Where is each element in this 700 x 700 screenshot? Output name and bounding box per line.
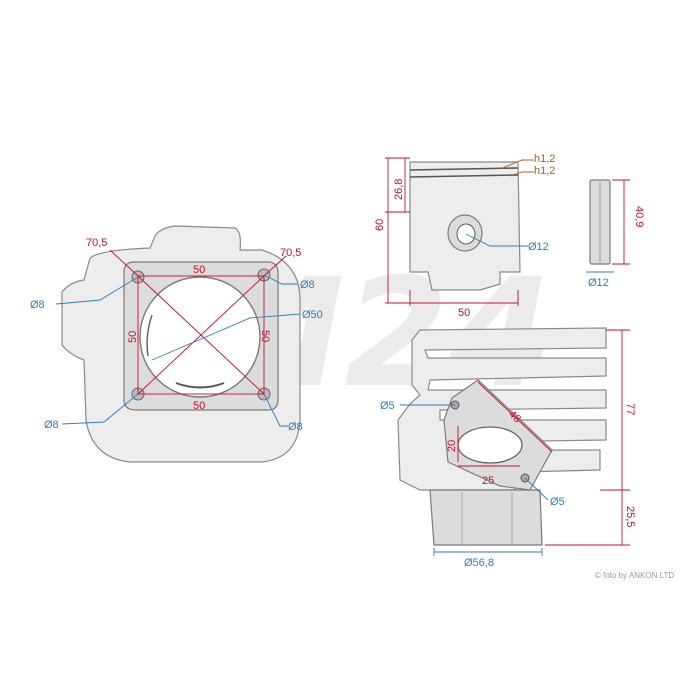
- piston-pin-view: 40,9 Ø12: [586, 179, 645, 289]
- piston-height-label: 60: [374, 219, 386, 231]
- diag-leader-left: [109, 249, 139, 277]
- hole-bl-leader: [61, 393, 139, 425]
- photo-credit: © foto by ANKON LTD: [595, 571, 674, 580]
- hole-tr-leader: [263, 274, 298, 285]
- cylinder-side-view: 77 25,5 48 20 25 Ø5 Ø5 Ø56,8: [380, 327, 636, 569]
- crown-height-label: 26,8: [393, 179, 405, 200]
- ring2-leader: [509, 171, 534, 177]
- width-top-label: 50: [193, 264, 205, 276]
- diag-left-label: 70,5: [86, 237, 107, 249]
- diagonal-line-2: [137, 275, 265, 395]
- ring-groove-1: [409, 167, 519, 171]
- diag-right-label: 70,5: [280, 247, 301, 259]
- hole-br-leader: [263, 393, 288, 427]
- spigot-diameter-label: Ø56,8: [464, 557, 494, 569]
- pin-diameter-label: Ø12: [588, 277, 609, 289]
- intake-port: [457, 426, 523, 464]
- hole-bottom-leader: [524, 477, 549, 501]
- port-diag-line: [477, 381, 553, 453]
- hole-tl-leader: [55, 276, 139, 305]
- pin-length-label: 40,9: [633, 206, 645, 227]
- height-right-label: 50: [259, 330, 271, 342]
- pin-bore-label: Ø12: [528, 241, 549, 253]
- ring2-label: h1,2: [534, 165, 555, 177]
- hole-tl-label: Ø8: [30, 299, 45, 311]
- height-left-label: 50: [127, 331, 139, 343]
- pin-bore-leader: [465, 233, 528, 247]
- diag-leader-right: [263, 255, 287, 277]
- bore-leader: [151, 313, 301, 361]
- stud-pattern-square: [137, 275, 265, 395]
- hole-br-label: Ø8: [288, 421, 303, 433]
- hole-tr-label: Ø8: [300, 279, 315, 291]
- cylinder-skirt: [429, 489, 543, 546]
- port-slot-side: [146, 314, 153, 357]
- cylinder-top-view: 70,5 70,5 50 50 50 50 Ø8 Ø8 Ø8 Ø8 Ø50: [30, 225, 323, 463]
- ring-groove-2: [409, 174, 519, 178]
- port-slot: [175, 382, 225, 389]
- piston-view: 26,8 60 50 h1,2 h1,2 Ø12: [374, 153, 555, 319]
- ring1-leader: [499, 159, 534, 170]
- hole-bottom-label: Ø5: [550, 496, 565, 508]
- skirt-height-label: 25,5: [624, 506, 636, 527]
- cylinder-height-label: 77: [624, 403, 636, 415]
- width-bottom-label: 50: [193, 400, 205, 412]
- hole-bl-label: Ø8: [44, 419, 59, 431]
- port-width-label: 25: [482, 475, 494, 487]
- hole-top-label: Ø5: [380, 400, 395, 412]
- piston-diameter-label: 50: [458, 307, 470, 319]
- bore-circle: [139, 276, 261, 398]
- ring1-label: h1,2: [534, 153, 555, 165]
- bore-label: Ø50: [302, 309, 323, 321]
- port-height-label: 20: [446, 440, 458, 452]
